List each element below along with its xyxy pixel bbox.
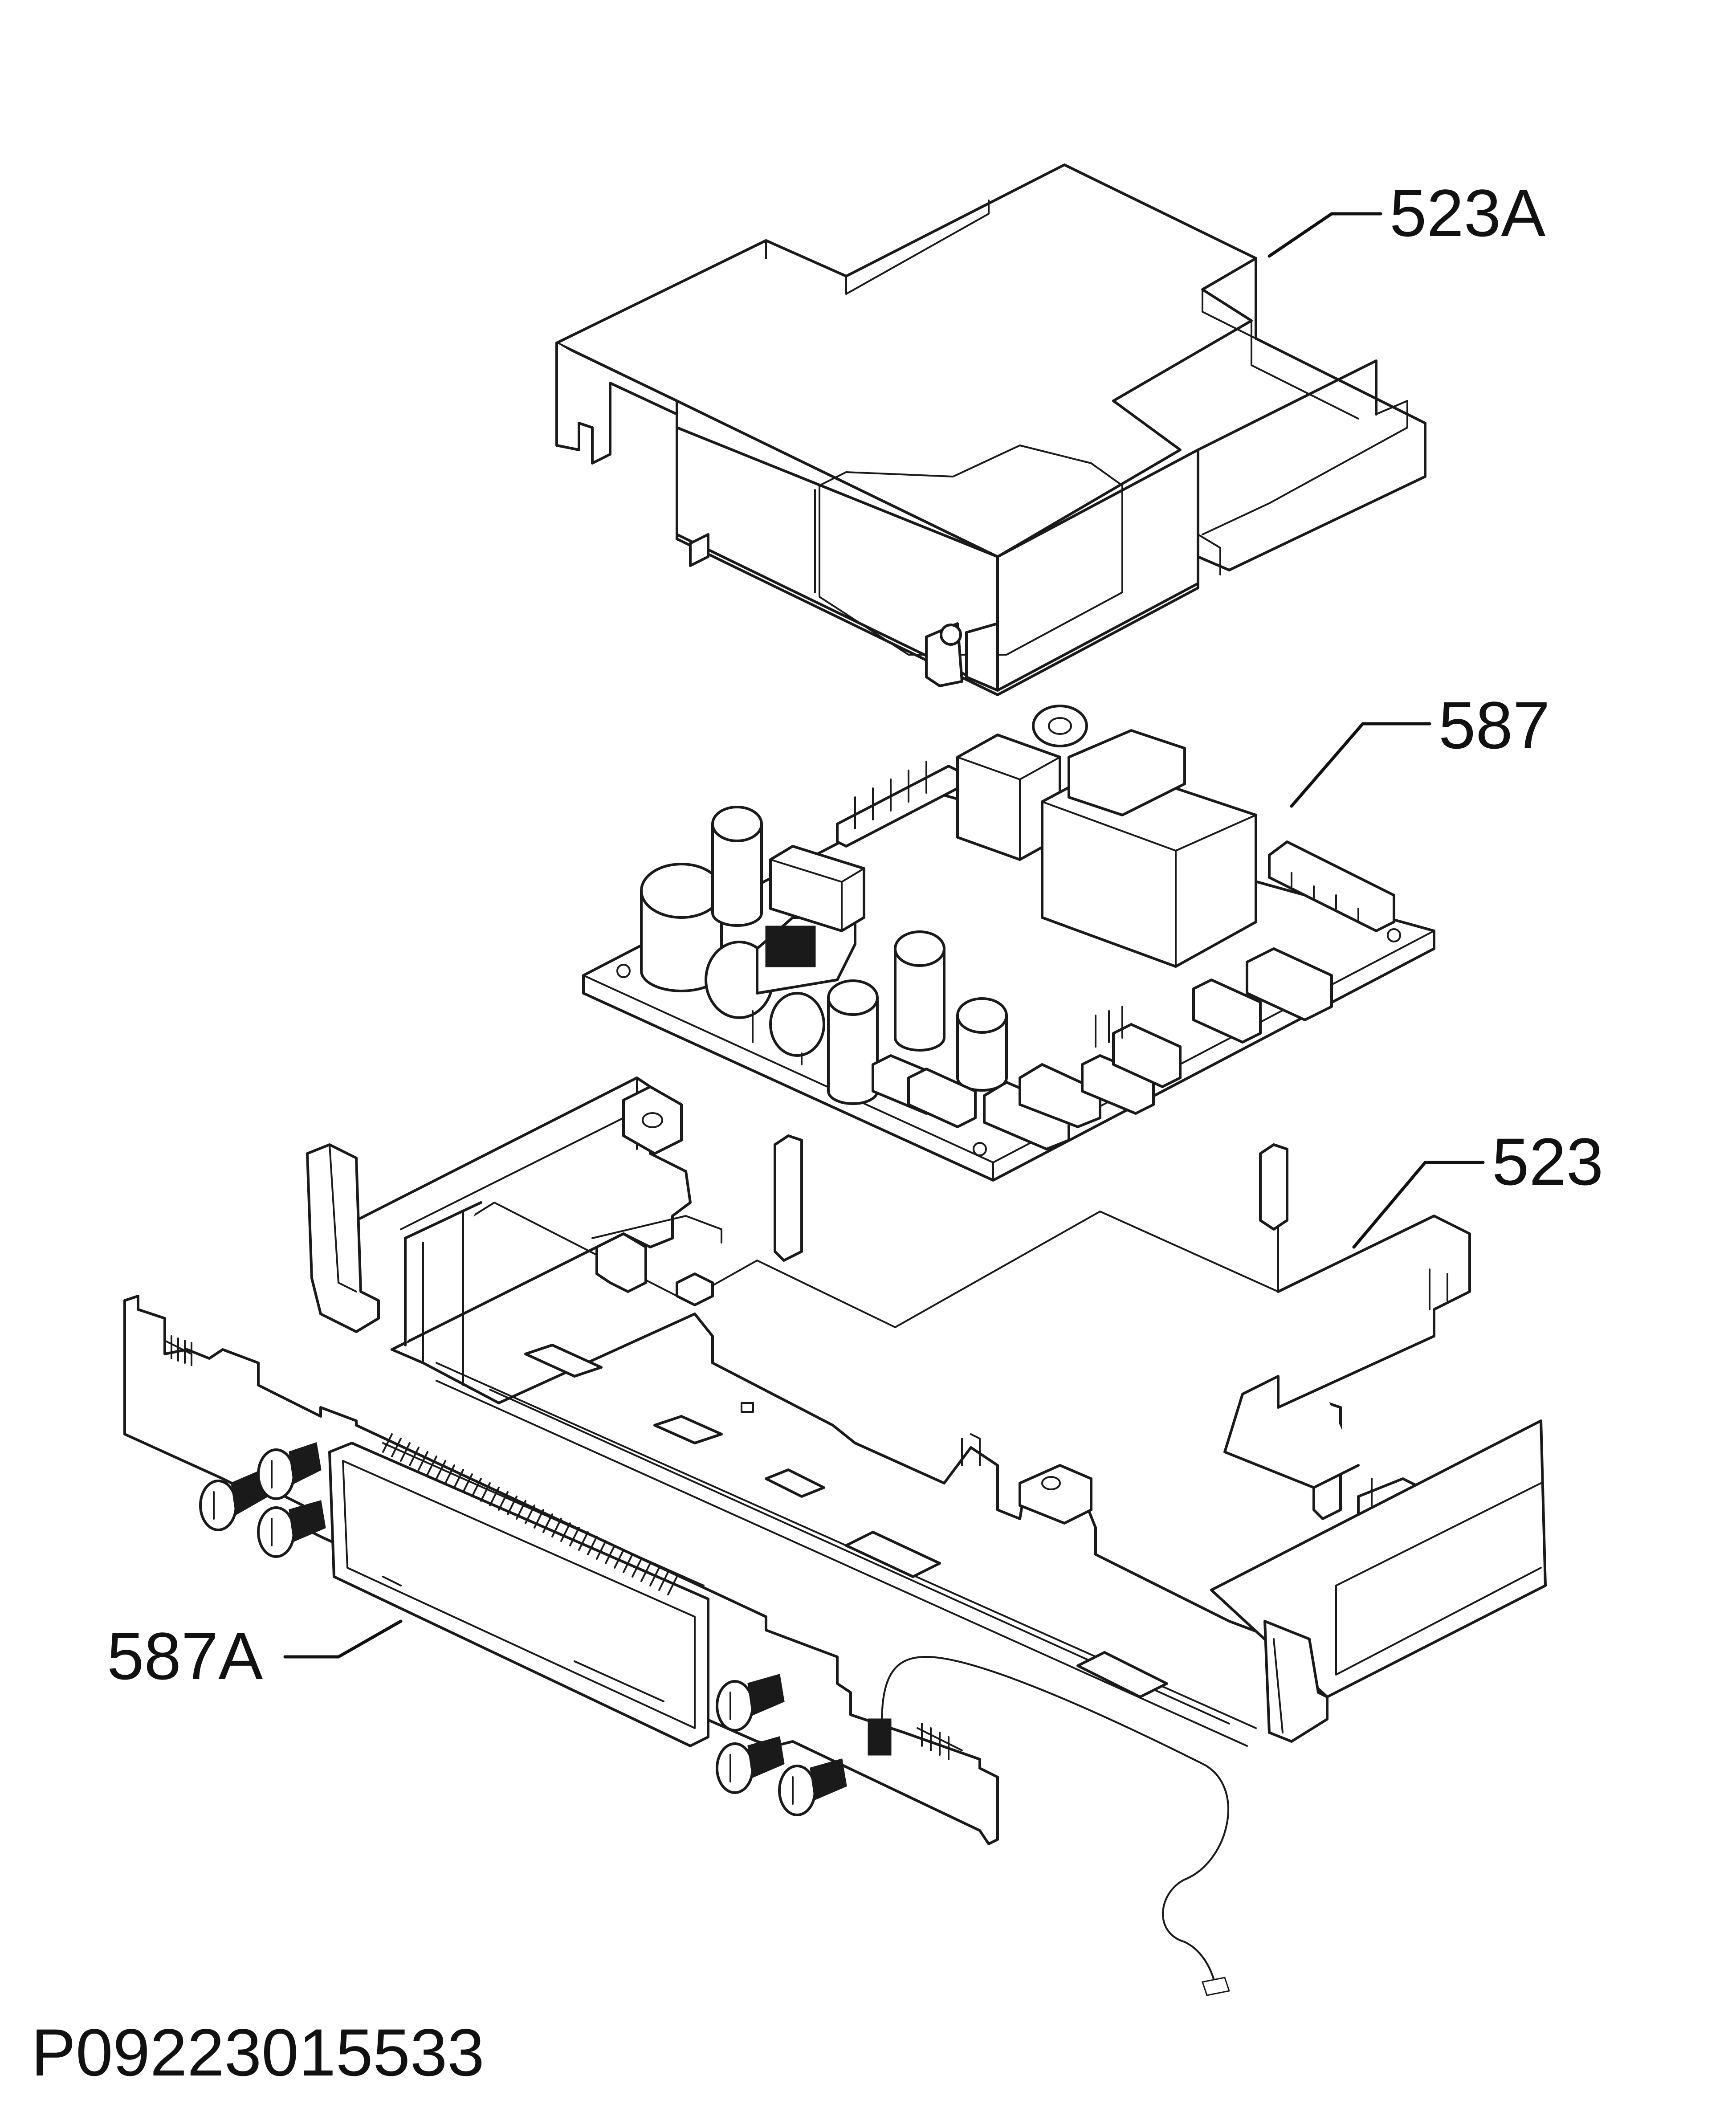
film-capacitor (769, 845, 865, 932)
part-display-board-587a (123, 1295, 1230, 1996)
part-housing-523 (306, 1076, 1547, 1747)
push-button (257, 1500, 326, 1558)
lcd-display (328, 1433, 709, 1747)
pin-header-top (836, 761, 959, 848)
inductor-coil (756, 916, 856, 995)
push-button (716, 1674, 785, 1732)
varistor-disc (705, 941, 825, 1065)
cable-harness (868, 1656, 1230, 1996)
push-button (257, 1442, 322, 1500)
leader-523 (1352, 1161, 1485, 1249)
part-pcb-587 (582, 705, 1435, 1182)
callout-label-587a: 587A (107, 1619, 263, 1693)
push-button (778, 1758, 847, 1816)
leader-523a (1267, 212, 1382, 258)
buzzer (1032, 705, 1088, 747)
connectors-right (1192, 840, 1395, 1044)
callout-label-523a: 523A (1390, 175, 1545, 250)
push-button (716, 1736, 785, 1794)
relay-large (1041, 729, 1257, 968)
capacitor-large (640, 863, 723, 992)
part-cover-523a (555, 163, 1426, 696)
capacitor-mid (827, 979, 879, 1105)
capacitor-right (894, 930, 945, 1052)
document-code: P09223015533 (31, 2015, 485, 2090)
capacitor-tall (711, 806, 763, 927)
callout-label-523: 523 (1492, 1124, 1603, 1199)
leader-587 (1290, 722, 1431, 808)
callout-label-587: 587 (1439, 688, 1550, 762)
leader-587a (283, 1619, 403, 1659)
connectors-front (872, 1006, 1182, 1150)
capacitor-small (956, 997, 1008, 1092)
